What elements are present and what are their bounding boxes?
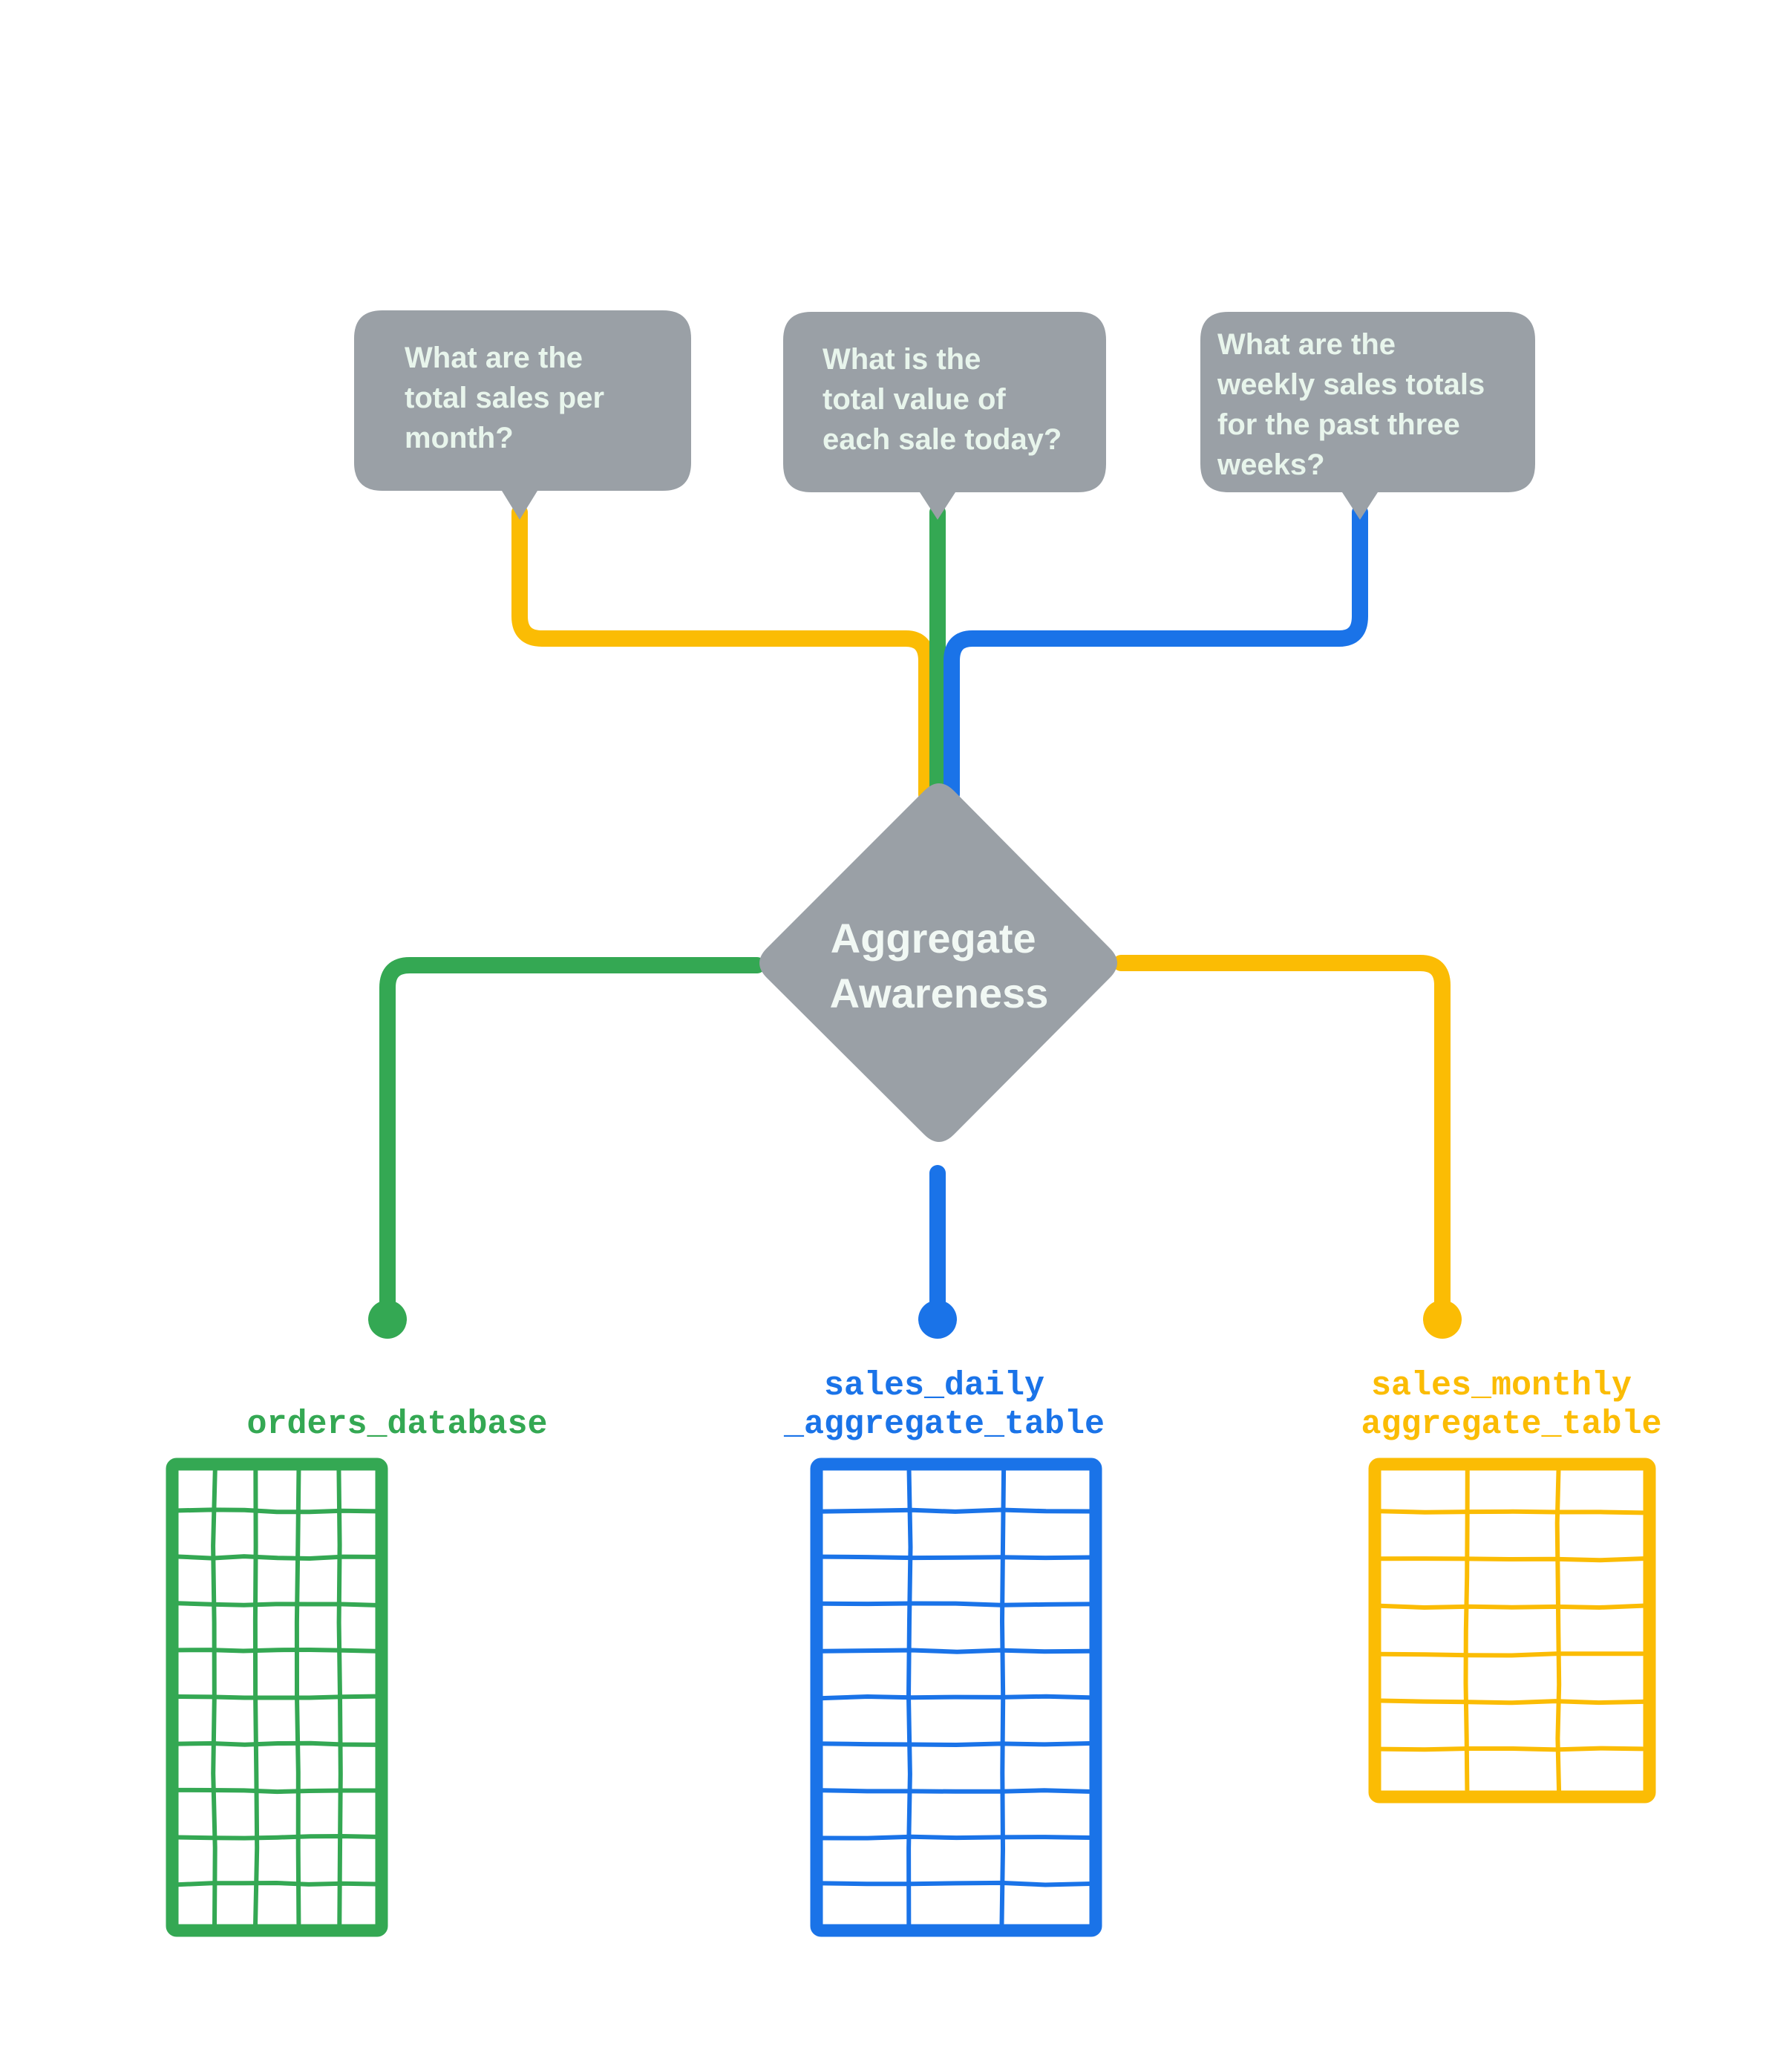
connector-lines bbox=[379, 504, 1451, 1322]
table-label-sales-daily: sales_daily _aggregate_table bbox=[783, 1367, 1105, 1443]
connector-node-to-sales-monthly bbox=[1113, 955, 1451, 1322]
aggregate-awareness-node-shape bbox=[759, 783, 1117, 1142]
table-label-sales-monthly: sales_monthly aggregate_table bbox=[1361, 1367, 1661, 1443]
table-grid-orders-database[interactable] bbox=[166, 1458, 388, 1937]
connector-question-weekly-to-node bbox=[944, 504, 1368, 803]
question-bubble-daily-text: What is the total value of each sale tod… bbox=[823, 343, 1062, 456]
connector-question-monthly-to-node bbox=[511, 504, 935, 803]
endpoint-dot-sales-daily bbox=[918, 1300, 957, 1339]
table-grid-sales-daily[interactable] bbox=[810, 1458, 1102, 1937]
question-bubble-monthly-shape bbox=[354, 310, 691, 520]
question-bubble-daily-shape bbox=[783, 312, 1106, 520]
question-bubble-monthly-text: What are the total sales per month? bbox=[405, 342, 612, 454]
connector-endpoint-dots bbox=[368, 1300, 1462, 1339]
endpoint-dot-sales-monthly bbox=[1423, 1300, 1462, 1339]
question-bubble-monthly[interactable]: What are the total sales per month? bbox=[354, 310, 691, 520]
question-bubble-daily[interactable]: What is the total value of each sale tod… bbox=[783, 312, 1106, 520]
table-grid-sales-monthly[interactable] bbox=[1368, 1458, 1656, 1804]
question-bubble-weekly[interactable]: What are the weekly sales totals for the… bbox=[1200, 312, 1535, 520]
aggregate-awareness-node[interactable]: Aggregate Awareness bbox=[759, 783, 1117, 1142]
question-bubble-weekly-shape bbox=[1200, 312, 1535, 520]
aggregate-awareness-node-label: Aggregate Awareness bbox=[830, 915, 1049, 1016]
table-label-orders-database: orders_database bbox=[246, 1406, 547, 1443]
question-bubble-weekly-text: What are the weekly sales totals for the… bbox=[1217, 328, 1493, 481]
endpoint-dot-orders-database bbox=[368, 1300, 407, 1339]
connector-node-to-orders-database bbox=[379, 957, 765, 1322]
